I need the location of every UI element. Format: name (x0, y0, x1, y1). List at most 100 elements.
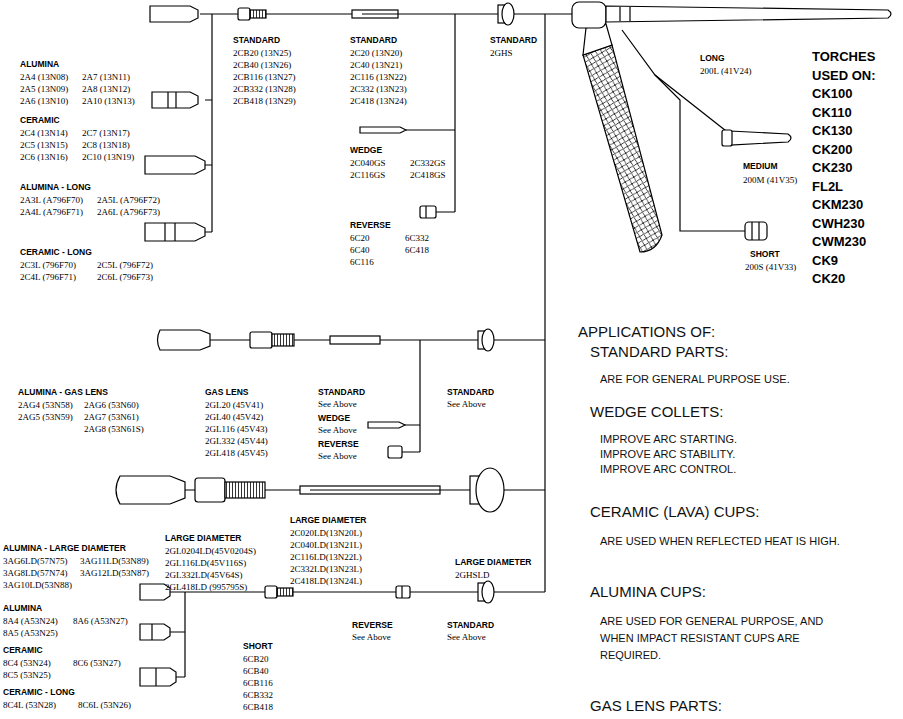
part-number: 2A3L (A796F70) (20, 195, 83, 205)
part-number: 2C418GS (410, 170, 446, 180)
part-heading: CERAMIC - LONG (20, 248, 92, 258)
part-number: 2C6 (13N16) (20, 152, 68, 162)
part-number: 6CB20 (243, 654, 269, 664)
application-note: ARE FOR GENERAL PURPOSE USE. (600, 373, 790, 386)
collet-symbol (425, 206, 426, 218)
part-number: 2GL332LD(45V64S) (165, 570, 243, 580)
application-note: IMPROVE ARC CONTROL. (600, 463, 736, 476)
part-number: 3AG6LD(57N75) (3, 556, 68, 566)
part-number: 2C10 (13N19) (82, 152, 134, 162)
part-heading: STANDARD (318, 388, 365, 398)
part-number: 2C20 (13N20) (350, 48, 402, 58)
part-heading: LARGE DIAMETER (290, 516, 367, 526)
back-cap-symbol (476, 468, 504, 512)
part-number: 2GL116LD(45V116S) (165, 558, 246, 568)
cup-symbol (168, 92, 176, 108)
part-number: 6CB332 (243, 690, 273, 700)
torch-symbol (745, 222, 767, 240)
part-number: 6C116 (350, 257, 374, 267)
part-number: 2C116GS (350, 170, 385, 180)
cup-symbol (155, 668, 156, 686)
part-number: 2CB20 (13N25) (233, 48, 291, 58)
part-heading: LARGE DIAMETER (165, 534, 242, 544)
part-heading: REVERSE (352, 621, 393, 631)
collet-symbol (360, 127, 406, 133)
application-note: ARE USED WHEN REFLECTED HEAT IS HIGH. (600, 533, 840, 550)
collet-symbol (401, 586, 402, 598)
part-heading: CERAMIC (20, 116, 60, 126)
part-number: See Above (447, 399, 486, 409)
part-heading: CERAMIC (3, 646, 43, 656)
part-number: 2A8 (13N12) (82, 84, 130, 94)
connection-line (544, 14, 545, 592)
part-number: See Above (352, 632, 391, 642)
part-number: 2GL332 (45V44) (205, 436, 268, 446)
torch-symbol (620, 7, 630, 21)
part-heading: ALUMINA (3, 604, 42, 614)
collet-body-symbol (250, 10, 266, 18)
application-heading: GAS LENS PARTS: (590, 697, 722, 714)
part-number: 2GL40 (45V42) (205, 412, 263, 422)
part-heading: ALUMINA - LARGE DIAMETER (3, 544, 126, 554)
collet-body-symbol (250, 332, 272, 348)
torch-model: CK200 (812, 143, 852, 158)
part-number: 2C040LD(13N21L) (290, 540, 362, 550)
part-heading: WEDGE (350, 146, 382, 156)
part-heading: SHORT (243, 642, 273, 652)
collet-body-symbol (265, 586, 277, 598)
part-number: 2AG4 (53N58) (18, 400, 73, 410)
part-number: 2C5 (13N15) (20, 140, 68, 150)
part-number: 8C4 (53N24) (3, 658, 51, 668)
part-number: 2AG5 (53N59) (18, 412, 73, 422)
part-number: 6CB116 (243, 678, 273, 688)
part-number: 2C4L (796F71) (20, 272, 76, 282)
torch-model: TORCHES (812, 50, 875, 65)
torch-symbol (583, 24, 612, 55)
part-number: 2A4L (A796F71) (20, 207, 83, 217)
collet-symbol (310, 489, 440, 490)
part-number: 200S (41V33) (745, 262, 796, 272)
collet-symbol (396, 586, 410, 598)
part-number: 2C040GS (350, 158, 386, 168)
cup-symbol (152, 92, 198, 108)
part-heading: STANDARD (447, 388, 494, 398)
collet-body-symbol (225, 482, 265, 498)
part-number: 2CB116 (13N27) (233, 72, 295, 82)
collet-symbol (330, 336, 380, 344)
part-number: 8A5 (A53N25) (3, 628, 58, 638)
cup-symbol (145, 156, 205, 174)
part-number: 8C6 (53N27) (73, 658, 121, 668)
part-heading: STANDARD (350, 36, 397, 46)
part-heading: REVERSE (350, 221, 391, 231)
part-heading: ALUMINA - LONG (20, 183, 91, 193)
part-number: 2AG8 (53N61S) (84, 424, 144, 434)
back-cap-symbol (502, 3, 514, 25)
application-note: ARE USED FOR GENERAL PURPOSE, AND WHEN I… (600, 613, 840, 664)
connection-line (402, 340, 420, 452)
part-number: See Above (447, 632, 486, 642)
part-number: 2AG7 (53N61) (84, 412, 139, 422)
torch-symbol (583, 45, 662, 252)
torch-symbol (572, 2, 891, 252)
part-heading: REVERSE (318, 440, 359, 450)
part-number: 2C418LD(13N24L) (290, 576, 362, 586)
torch-model: CKM230 (812, 198, 863, 213)
part-number: 8C6L (53N26) (78, 700, 131, 710)
collet-body-symbol (195, 478, 225, 502)
part-number: See Above (318, 425, 357, 435)
application-heading: WEDGE COLLETS: (590, 403, 723, 420)
part-number: 2A6 (13N10) (20, 96, 68, 106)
part-heading: MEDIUM (743, 162, 777, 172)
torch-model: CK110 (812, 106, 852, 121)
part-number: 200M (41V35) (743, 175, 797, 185)
collet-symbol (300, 10, 440, 598)
application-heading: ALUMINA CUPS: (590, 583, 706, 600)
part-heading: SHORT (750, 250, 780, 260)
part-number: 2A10 (13N13) (82, 96, 135, 106)
torch-model: USED ON: (812, 69, 876, 84)
part-number: 6C20 (350, 233, 370, 243)
collet-body-symbol (238, 8, 250, 20)
torch-model: CK20 (812, 272, 845, 287)
back-cap-symbol (470, 3, 514, 603)
torch-symbol (752, 222, 759, 240)
